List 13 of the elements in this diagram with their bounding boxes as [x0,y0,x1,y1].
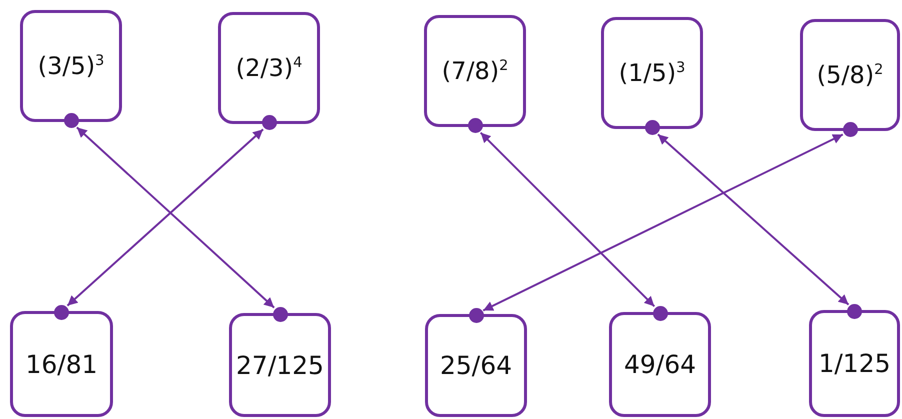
math-expression: 1/125 [818,349,891,378]
double-arrow [482,134,844,312]
math-expression: 16/81 [25,350,98,378]
math-expression: (3/5)$^{3}$ [38,52,104,80]
double-arrow [657,134,850,306]
math-expression: 27/125 [236,350,324,380]
math-expression: (7/8)$^{2}$ [442,57,508,85]
math-expression: (2/3)$^{4}$ [236,54,302,82]
math-expression: 49/64 [624,350,696,379]
math-expression: (1/5)$^{3}$ [618,59,686,87]
double-arrow [480,132,656,308]
math-expression: (5/8)$^{2}$ [816,61,884,89]
math-expression: 25/64 [440,351,512,380]
